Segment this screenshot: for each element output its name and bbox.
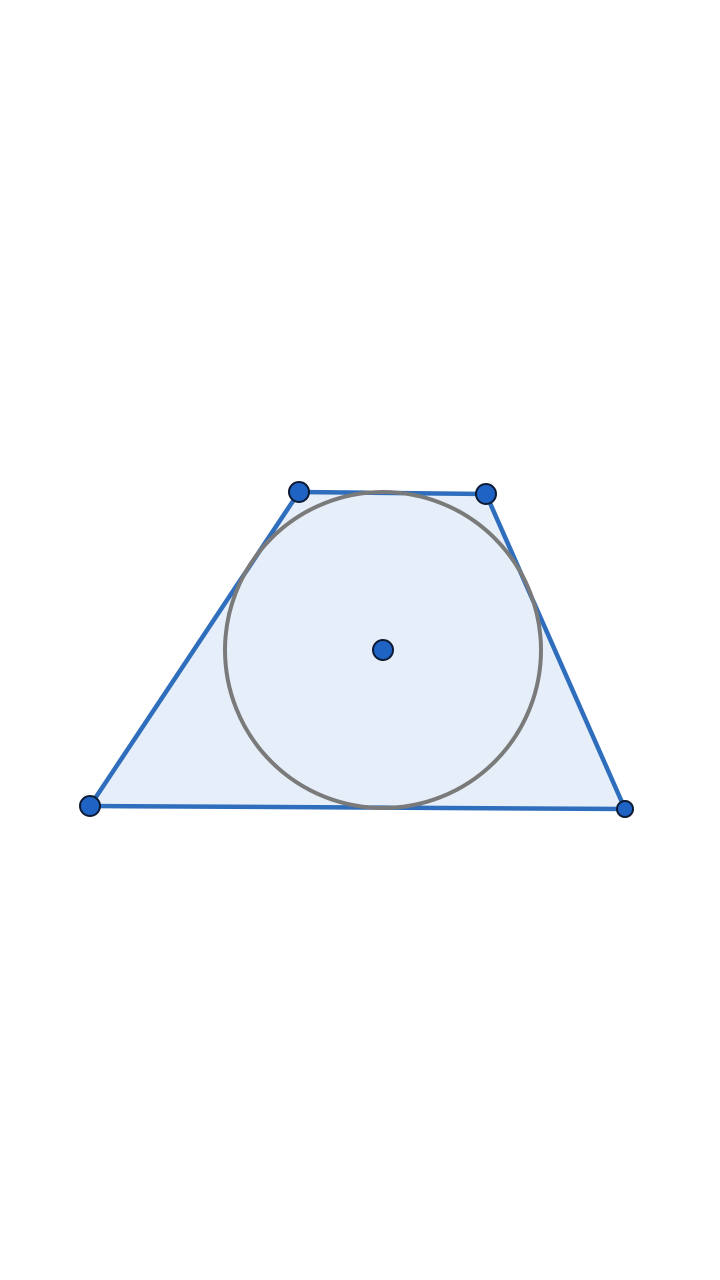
bottom-left-vertex-point[interactable] — [79, 795, 101, 817]
circle-center-point[interactable] — [372, 639, 394, 661]
top-right-vertex-point[interactable] — [475, 483, 497, 505]
trapezoid-fill — [90, 492, 625, 809]
trapezoid-right-edge[interactable] — [483, 491, 628, 812]
top-left-vertex-point[interactable] — [288, 481, 310, 503]
inscribed-circle[interactable] — [223, 490, 543, 810]
bottom-right-vertex-point[interactable] — [616, 800, 634, 818]
